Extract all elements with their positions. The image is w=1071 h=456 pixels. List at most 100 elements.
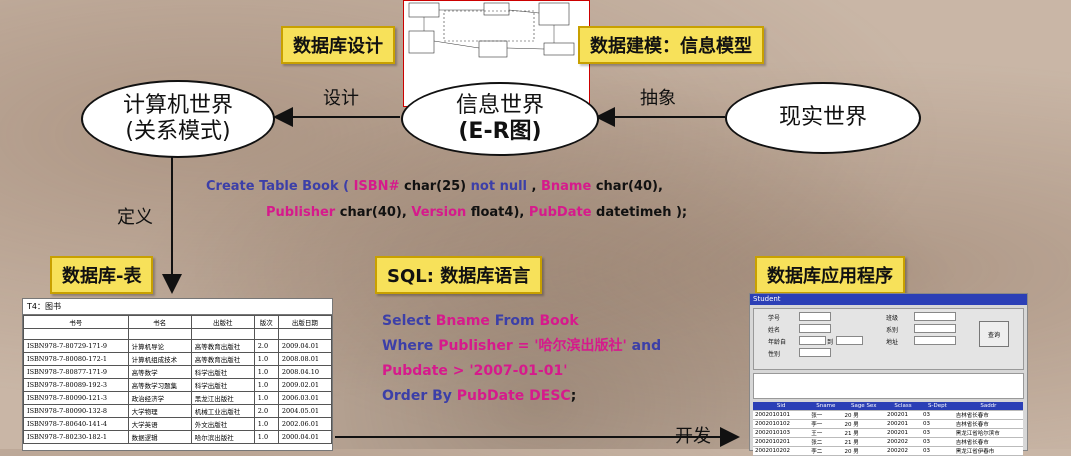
select-sql: Select Bname From Book Where Publisher =…	[382, 309, 661, 409]
create-sql-line2: Publisher char(40), Version float4), Pub…	[266, 205, 687, 220]
result-table-header: Sage Sex	[842, 402, 885, 411]
select-sql-line2: Where Publisher = '哈尔滨出版社' and	[382, 334, 661, 359]
field-label-class: 班级	[886, 315, 899, 322]
result-table-cell: 200201	[885, 419, 922, 429]
create-sql-token: ,	[527, 179, 541, 194]
result-table-cell: 03	[921, 428, 954, 438]
query-form: 学号 姓名 年龄自 到 性别 班级 系别 地址 查询	[753, 308, 1024, 370]
result-table-cell: 03	[921, 419, 954, 429]
book-table-cell: 黑龙江出版社	[190, 391, 255, 405]
result-table-header: Sid	[753, 402, 810, 411]
field-label-sex: 性别	[768, 351, 781, 358]
result-table-cell: 200201	[885, 428, 922, 438]
book-table-cell: 1.0	[253, 417, 279, 431]
book-table-cell: 2004.05.01	[277, 404, 333, 418]
sex-input[interactable]	[799, 348, 831, 357]
result-table-cell: 03	[921, 437, 954, 447]
develop-arrow-label: 开发	[675, 426, 711, 447]
book-table-cell: 1.0	[253, 365, 279, 379]
book-table-cell: 2.0	[253, 339, 279, 353]
result-table-cell: 张二	[809, 437, 843, 447]
result-table-cell: 黑龙江省伊春市	[953, 446, 1023, 456]
select-sql-token: ;	[570, 388, 577, 404]
sage-to-input[interactable]	[836, 336, 863, 345]
result-table-cell: 200202	[885, 446, 922, 456]
book-table-spacer-row	[23, 328, 333, 340]
class-input[interactable]	[914, 312, 956, 321]
result-table-cell: 李一	[809, 419, 843, 429]
result-table-cell: 2002010102	[753, 419, 810, 429]
create-sql-token: PubDate	[528, 205, 592, 220]
create-table-sql: Create Table Book ( ISBN# char(25) not n…	[206, 179, 687, 220]
blank-area	[753, 373, 1024, 399]
result-table-cell: 03	[921, 446, 954, 456]
info-world-title: 信息世界	[455, 92, 544, 118]
book-table-cell: 2008.08.01	[277, 352, 333, 366]
book-table-cell: 1.0	[253, 391, 279, 405]
book-table-cell: 2008.04.10	[277, 365, 333, 379]
define-arrow-label: 定义	[117, 207, 153, 228]
book-table-cell: ISBN978-7-80877-171-9	[23, 365, 129, 379]
create-sql-token: Bname	[541, 179, 592, 194]
book-table-cell: 科学出版社	[190, 365, 255, 379]
book-table-cell: 哈尔滨出版社	[190, 430, 255, 444]
create-sql-token: datetimeh );	[591, 205, 688, 220]
result-table-cell: 2002010101	[753, 410, 810, 420]
book-table-cell: 1.0	[253, 378, 279, 392]
book-table-cell: ISBN978-7-80640-141-4	[23, 417, 129, 431]
sid-input[interactable]	[799, 312, 831, 321]
result-table-cell: 张一	[809, 410, 843, 420]
result-table-header: Sclass	[885, 402, 922, 411]
app-title-bar: Student	[750, 294, 1027, 305]
select-sql-token: Bname	[435, 313, 495, 329]
book-table-header: 出版社	[190, 315, 255, 329]
book-table-cell: 科学出版社	[190, 378, 255, 392]
field-label-sage: 年龄自	[768, 339, 787, 346]
book-table-cell: ISBN978-7-80080-172-1	[23, 352, 129, 366]
book-table-cell: 高等数学	[127, 365, 192, 379]
book-table-cell: 高等教育出版社	[190, 339, 255, 353]
sage-from-input[interactable]	[799, 336, 826, 345]
book-table-cell: 2.0	[253, 404, 279, 418]
book-table-cell: 1.0	[253, 352, 279, 366]
result-table-cell: 吉林省长春市	[953, 419, 1023, 429]
select-sql-token: Publisher = '哈尔滨出版社'	[438, 338, 627, 354]
create-sql-token: char(40),	[591, 179, 663, 194]
book-table-cell: 2009.02.01	[277, 378, 333, 392]
result-table-cell: 王一	[809, 428, 843, 438]
select-sql-token: Select	[382, 313, 436, 329]
book-table-panel: T4：图书 书号书名出版社版次出版日期 ISBN978-7-80729-171-…	[22, 298, 333, 451]
book-table-cell: ISBN978-7-80090-121-3	[23, 391, 129, 405]
book-table-cell: 政治经济学	[127, 391, 192, 405]
dept-input[interactable]	[914, 324, 956, 333]
select-sql-token: and	[626, 338, 662, 354]
book-table-cell: 大学英语	[127, 417, 192, 431]
book-table-cell: 高等数学习题集	[127, 378, 192, 392]
design-arrow-label: 设计	[323, 88, 359, 109]
create-sql-token: float4),	[466, 205, 529, 220]
app-label: 数据库应用程序	[755, 256, 905, 294]
query-button[interactable]: 查询	[979, 321, 1009, 347]
result-table-cell: 21 男	[842, 437, 885, 447]
result-table-header: Saddr	[953, 402, 1023, 411]
info-world-ellipse: 信息世界 (E-R图)	[401, 82, 599, 156]
create-sql-token: ISBN#	[353, 179, 400, 194]
addr-input[interactable]	[914, 336, 956, 345]
result-table-header: S-Dept	[921, 402, 954, 411]
sname-input[interactable]	[799, 324, 831, 333]
field-label-sname: 姓名	[768, 327, 781, 334]
result-table-cell: 200202	[885, 437, 922, 447]
